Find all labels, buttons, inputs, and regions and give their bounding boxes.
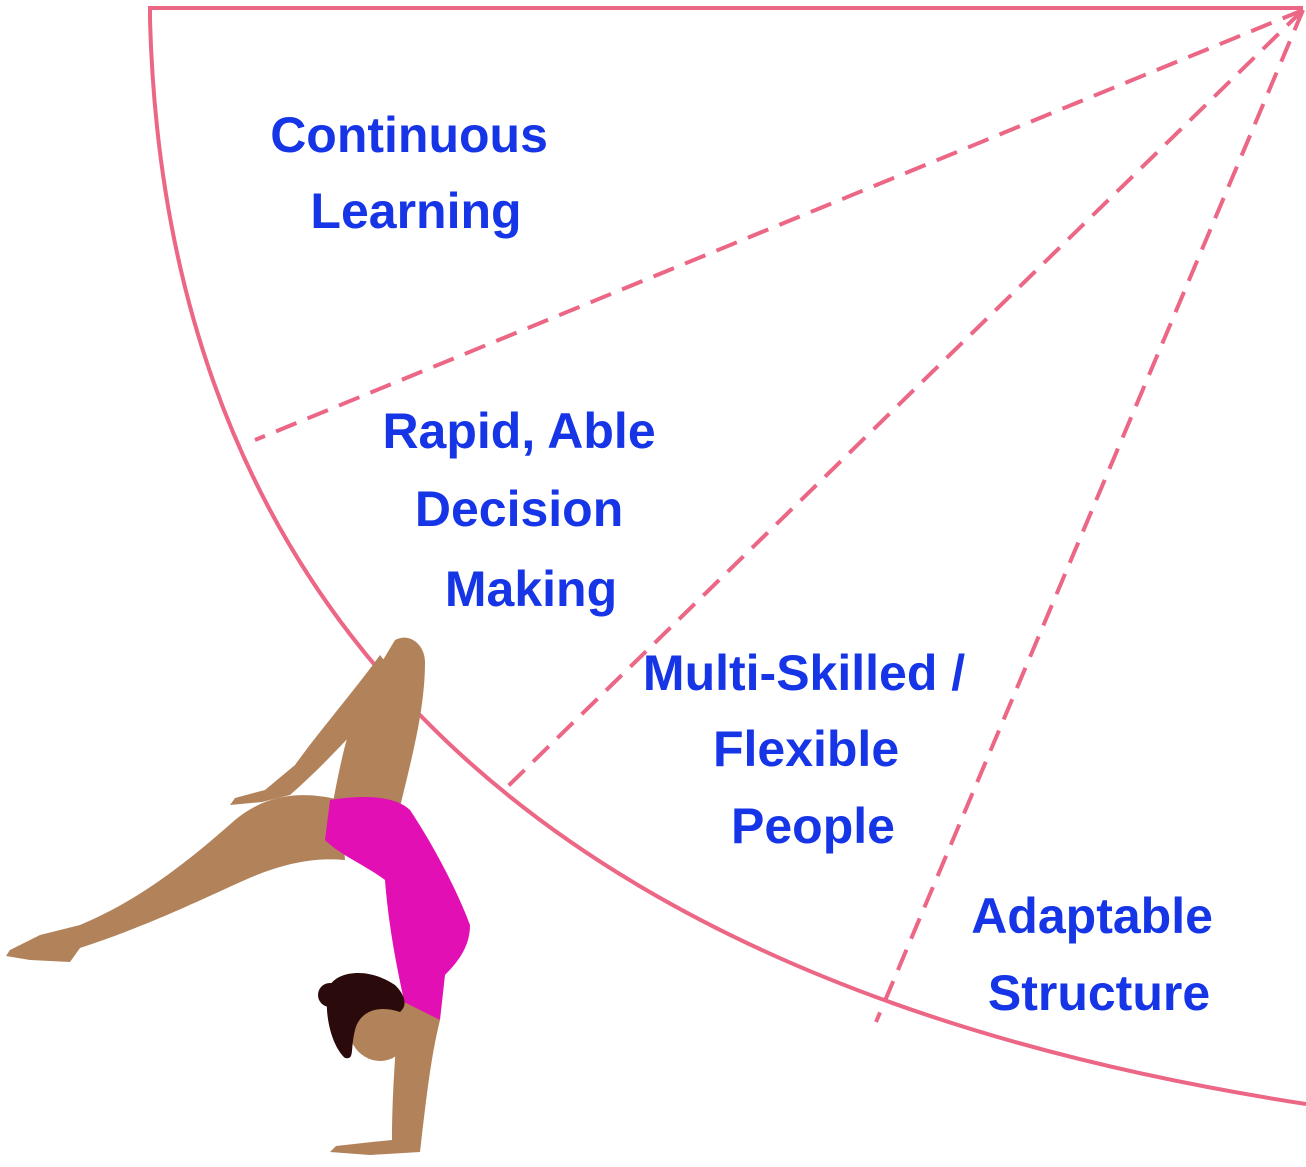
segment-label-multi-skilled-people: Multi-Skilled / Flexible People <box>643 645 979 854</box>
label-line: People <box>731 798 895 854</box>
label-line: Flexible <box>713 721 899 777</box>
label-line: Continuous <box>270 107 548 163</box>
label-line: Making <box>445 561 617 617</box>
segment-label-adaptable-structure: Adaptable Structure <box>971 888 1227 1021</box>
divider-line-3 <box>876 10 1303 1022</box>
label-line: Learning <box>310 183 521 239</box>
segment-label-rapid-decision-making: Rapid, Able Decision Making <box>382 403 669 617</box>
hair-bun <box>318 983 342 1007</box>
gymnast-handstand-icon <box>6 638 470 1155</box>
label-line: Decision <box>415 481 623 537</box>
segment-label-continuous-learning: Continuous Learning <box>270 107 562 239</box>
label-line: Multi-Skilled / <box>643 645 965 701</box>
label-line: Rapid, Able <box>382 403 655 459</box>
label-line: Structure <box>988 965 1210 1021</box>
label-line: Adaptable <box>971 888 1213 944</box>
trailing-leg <box>6 795 345 962</box>
